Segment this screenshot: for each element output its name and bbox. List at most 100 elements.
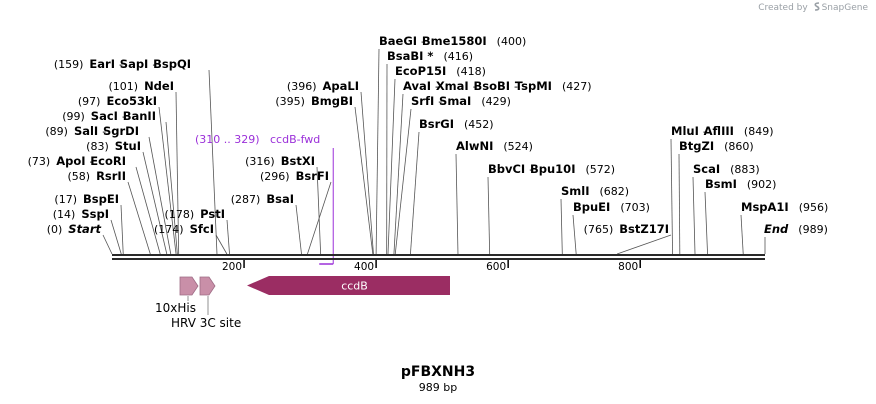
site-enzyme-name: EcoP15I	[395, 64, 446, 78]
site-enzyme-name: SfcI	[190, 222, 214, 236]
site-enzyme-name: SapI	[120, 57, 149, 71]
ccdb-feature-label: ccdB	[341, 280, 368, 293]
site-name-separator: -	[529, 163, 533, 176]
site-position-label: (452)	[464, 118, 494, 131]
restriction-sites: (0)Start(14)SspI(17)BspEI(58)RsrII(73)Ap…	[28, 34, 828, 255]
site-enzyme-name: AflIII	[704, 124, 734, 138]
restriction-site: BpuEI (703)	[572, 200, 650, 255]
site-enzyme-name: RsrII	[96, 169, 126, 183]
site-name-separator: -	[435, 80, 439, 93]
site-name-separator: -	[90, 155, 94, 168]
site-enzyme-name: SmlI	[561, 184, 590, 198]
site-leader-line	[704, 191, 708, 255]
site-position-label: (849)	[744, 125, 774, 138]
site-enzyme-name: BpuEI	[573, 200, 610, 214]
restriction-site: (101)NdeI	[108, 79, 180, 255]
site-enzyme-name: EcoRI	[90, 154, 126, 168]
site-enzyme-name: BstXI	[281, 154, 315, 168]
hrv3c-site-label: HRV 3C site	[171, 316, 241, 330]
restriction-site: SrfI-SmaI (429)	[394, 94, 511, 255]
site-enzyme-name: Eco53kI	[106, 94, 157, 108]
restriction-site: (73)ApoI-EcoRI	[28, 154, 161, 255]
tick-label: 200	[222, 261, 242, 273]
restriction-site: (395)BmgBI	[275, 94, 374, 255]
site-enzyme-name: SmaI	[439, 94, 471, 108]
site-enzyme-name: BanII	[123, 109, 156, 123]
site-enzyme-name: Bme1580I	[422, 34, 487, 48]
plasmid-size: 989 bp	[418, 381, 458, 394]
restriction-site: BtgZI(860)	[678, 139, 754, 255]
site-position-label: (316)	[245, 155, 275, 168]
restriction-site: MspA1I(956)	[740, 200, 828, 255]
site-position-label: (703)	[620, 201, 650, 214]
10xhis-label: 10xHis	[155, 301, 196, 315]
site-enzyme-name: MluI	[671, 124, 699, 138]
site-leader-line	[127, 181, 151, 255]
site-enzyme-name: SgrDI	[103, 124, 139, 138]
restriction-site: BsaBI * (416)	[386, 49, 473, 255]
site-enzyme-name: EarI	[89, 57, 115, 71]
restriction-site: SmlI (682)	[560, 184, 630, 255]
site-enzyme-name: ApaLI	[323, 79, 360, 93]
site-enzyme-name: BmgBI	[311, 94, 353, 108]
site-leader-line	[295, 204, 302, 255]
site-enzyme-name: SrfI	[411, 94, 434, 108]
site-leader-line	[410, 131, 420, 255]
site-leader-line	[135, 166, 161, 255]
tick-label: 600	[486, 261, 506, 273]
site-name-separator: -	[122, 110, 126, 123]
site-enzyme-name: AvaI	[403, 79, 431, 93]
ccdb-feature-arrow	[247, 276, 450, 295]
site-leader-line	[226, 219, 230, 255]
site-position-label: (396)	[287, 80, 317, 93]
restriction-site: (83)StuI	[86, 139, 168, 255]
restriction-site: (287)BsaI	[231, 192, 302, 255]
site-leader-line	[158, 106, 177, 255]
site-position-label: (178)	[165, 208, 195, 221]
site-leader-line	[165, 121, 178, 255]
restriction-site: (0)Start	[47, 222, 113, 255]
site-position-label: (101)	[108, 80, 138, 93]
site-position-label: (174)	[154, 223, 184, 236]
site-leader-line	[375, 48, 380, 255]
site-name-separator: -	[421, 35, 425, 48]
site-leader-line	[110, 219, 122, 255]
site-leader-line	[142, 151, 168, 255]
hrv3c-feature-arrow	[199, 276, 216, 296]
restriction-site: (14)SspI	[53, 207, 122, 255]
site-name-separator: -	[438, 95, 442, 108]
site-position-label: (296)	[260, 170, 290, 183]
site-leader-line	[316, 166, 322, 255]
site-name-separator: -	[703, 125, 707, 138]
site-position-label: (400)	[497, 35, 527, 48]
restriction-site: AvaI-XmaI-BsoBI-TspMI(427)	[393, 79, 592, 255]
site-position-label: (416)	[443, 50, 473, 63]
site-enzyme-name: SacI	[91, 109, 118, 123]
restriction-site: BaeGI-Bme1580I(400)	[375, 34, 527, 255]
snapgene-logo-icon	[814, 2, 820, 11]
site-name-separator: -	[152, 58, 156, 71]
site-position-label: (287)	[231, 193, 261, 206]
restriction-site: ScaI(883)	[692, 162, 760, 255]
site-position-label: (0)	[47, 223, 63, 236]
restriction-site: (17)BspEI	[54, 192, 124, 255]
restriction-site: (58)RsrII	[67, 169, 151, 255]
site-position-label: (883)	[730, 163, 760, 176]
site-enzyme-name: BsaBI *	[387, 49, 433, 63]
snapgene-credit: Created by SnapGene	[758, 2, 868, 13]
site-leader-line	[560, 198, 563, 255]
site-position-label: (429)	[481, 95, 511, 108]
site-enzyme-name: BsrGI	[419, 117, 454, 131]
site-enzyme-name: StuI	[115, 139, 141, 153]
tick-label: 800	[618, 261, 638, 273]
site-position-label: (682)	[600, 185, 630, 198]
site-leader-line	[740, 214, 744, 255]
site-position-label: (427)	[562, 80, 592, 93]
restriction-site: (97)Eco53kI	[78, 94, 177, 255]
site-position-label: (14)	[53, 208, 76, 221]
site-enzyme-name: BsrFI	[296, 169, 329, 183]
primer-annotation: (310 .. 329)ccdB-fwd	[195, 133, 334, 265]
site-position-label: (159)	[54, 58, 84, 71]
